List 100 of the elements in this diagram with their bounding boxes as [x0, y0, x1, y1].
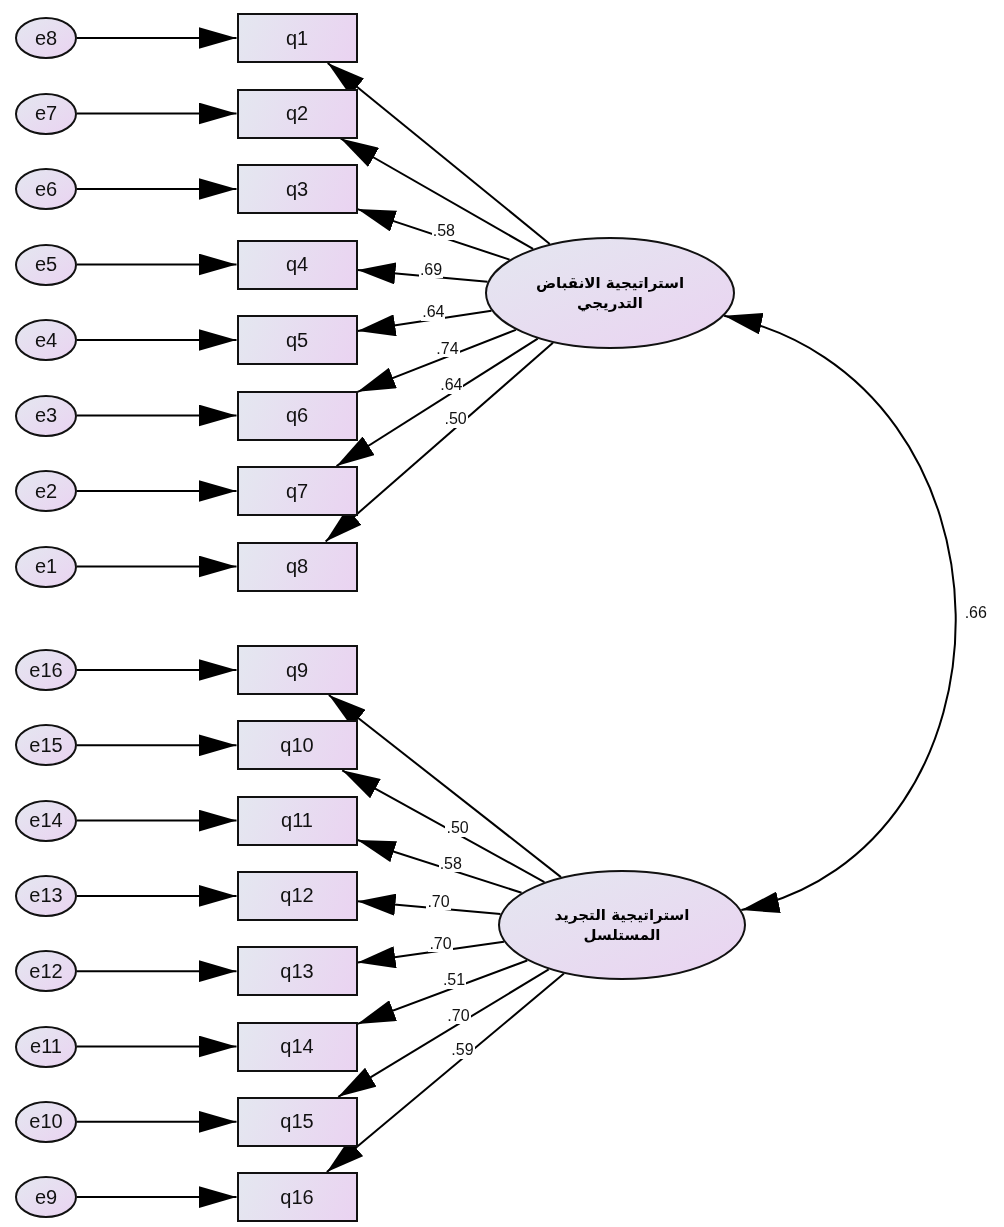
indicator-box	[236, 1172, 358, 1223]
variable-label: q14	[280, 1035, 314, 1058]
error-circle	[15, 649, 77, 691]
error-circle	[15, 874, 77, 917]
variable-label: e4	[34, 328, 58, 352]
error-circle	[15, 545, 77, 588]
indicator-box	[236, 795, 358, 846]
edge-label: .70	[428, 934, 453, 953]
edge-label: .58	[438, 854, 463, 873]
edge-label: .64	[439, 376, 464, 394]
variable-label: q7	[285, 479, 309, 503]
error-circle	[15, 799, 77, 842]
indicator-box	[236, 88, 358, 139]
arrow	[76, 329, 238, 351]
arrow	[325, 972, 565, 1174]
indicator-box	[236, 466, 358, 516]
edge-label: .59	[450, 1040, 475, 1059]
arrow	[341, 769, 546, 884]
variable-label: e13	[29, 884, 63, 908]
variable-label: q4	[285, 253, 309, 276]
variable-label: e14	[29, 809, 63, 833]
error-circle	[15, 319, 77, 361]
arrow	[76, 1035, 238, 1058]
error-circle	[15, 1100, 77, 1143]
arrow	[327, 694, 562, 879]
edge-label: .50	[445, 819, 470, 837]
factor-label: استراتيجية التجريد المستلسل	[553, 904, 691, 946]
arrow	[76, 1110, 238, 1133]
variable-label: q8	[285, 555, 309, 578]
edge-label: .69	[418, 260, 444, 279]
error-circle	[15, 92, 77, 135]
indicator-box	[236, 315, 358, 365]
arrow	[356, 839, 523, 894]
arrow	[326, 62, 551, 245]
arrow	[76, 809, 238, 832]
arrow	[335, 337, 539, 467]
arrow	[76, 659, 238, 681]
variable-label: e9	[34, 1185, 58, 1209]
variable-label: q1	[285, 26, 309, 50]
latent-ellipse	[485, 237, 735, 349]
factor-label: استراتيجية الانقباض التدريجي	[534, 272, 686, 314]
arrow	[76, 960, 238, 983]
error-circle	[15, 17, 77, 59]
error-circle	[15, 168, 77, 210]
arrow	[723, 314, 957, 912]
variable-label: e6	[34, 177, 58, 201]
indicator-box	[236, 1021, 358, 1072]
latent-ellipse	[498, 870, 746, 980]
edge-label: .58	[431, 222, 456, 240]
variable-label: q12	[280, 884, 314, 908]
edge-label: .64	[421, 303, 446, 321]
variable-label: q13	[280, 959, 314, 983]
variable-label: e7	[34, 102, 58, 125]
arrow	[324, 341, 554, 543]
error-circle	[15, 243, 77, 286]
variable-label: q6	[285, 404, 309, 427]
arrow	[76, 734, 238, 757]
indicator-box	[236, 13, 358, 63]
edge-label: .70	[446, 1006, 471, 1025]
variable-label: e12	[29, 959, 63, 983]
arrow	[76, 884, 238, 907]
variable-label: q9	[285, 658, 309, 682]
variable-label: q5	[285, 328, 309, 352]
variable-label: e8	[34, 26, 58, 50]
error-circle	[15, 394, 77, 437]
arrow	[356, 893, 502, 916]
variable-label: q11	[281, 809, 313, 833]
edge-label: .51	[441, 971, 467, 989]
arrow	[356, 959, 529, 1025]
variable-label: q16	[280, 1185, 314, 1209]
error-circle	[15, 470, 77, 512]
variable-label: e11	[30, 1035, 62, 1058]
arrow	[337, 968, 550, 1098]
indicator-box	[236, 720, 358, 771]
arrow	[356, 328, 517, 393]
variable-label: q2	[285, 102, 309, 125]
error-circle	[15, 950, 77, 993]
arrow	[76, 404, 238, 427]
variable-label: q3	[285, 177, 309, 201]
variable-label: e2	[34, 479, 58, 503]
error-circle	[15, 724, 77, 767]
variable-label: e10	[29, 1110, 63, 1134]
arrow	[76, 555, 238, 578]
arrow	[76, 178, 238, 200]
indicator-box	[236, 870, 358, 921]
variable-label: q10	[280, 733, 314, 757]
variable-label: e15	[29, 733, 63, 757]
indicator-box	[236, 645, 358, 695]
variable-label: q15	[280, 1110, 314, 1134]
indicator-box	[236, 164, 358, 214]
indicator-box	[236, 541, 358, 592]
error-circle	[15, 1025, 77, 1068]
arrow	[76, 253, 238, 276]
arrow	[76, 1186, 238, 1209]
variable-label: e5	[34, 253, 58, 276]
indicator-box	[236, 239, 358, 290]
arrow	[76, 27, 238, 49]
indicator-box	[236, 946, 358, 997]
edge-label: .74	[435, 339, 460, 358]
variable-label: e3	[34, 404, 58, 427]
